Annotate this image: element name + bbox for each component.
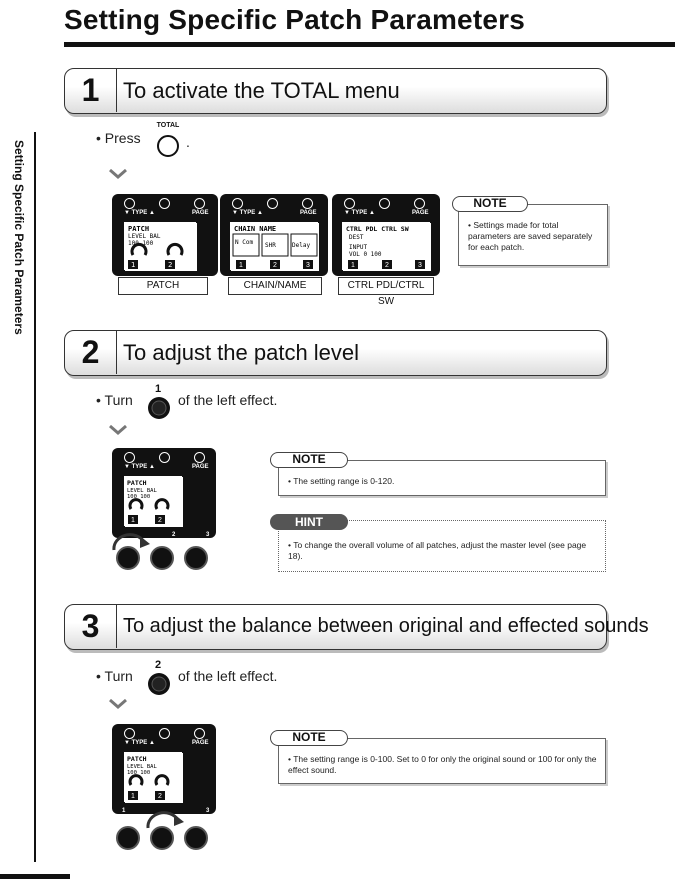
lcd-patch-screen: PATCH LEVEL BAL 100 100 1 2 bbox=[125, 223, 197, 271]
turn-suffix: of the left effect. bbox=[178, 668, 278, 684]
knob-number: 1 bbox=[154, 383, 162, 395]
lcd-patch-unit: ▼ TYPE ▲PAGE PATCH LEVEL BAL 100 100 1 2 bbox=[112, 194, 218, 276]
turn-instruction: • Turn bbox=[96, 392, 133, 408]
svg-text:1: 1 bbox=[131, 261, 135, 269]
svg-text:LEVEL BAL: LEVEL BAL bbox=[127, 764, 157, 770]
lcd-caption-chain: CHAIN/NAME bbox=[228, 277, 322, 295]
lcd-ctrl-unit: ▼ TYPE ▲PAGE CTRL PDL CTRL SW DEST INPUT… bbox=[332, 194, 440, 276]
page-number-bar bbox=[0, 874, 70, 879]
step-3-box: 3 To adjust the balance between original… bbox=[64, 604, 649, 650]
lcd-chain-unit: ▼ TYPE ▲PAGE CHAIN NAME N Com SHR Delay … bbox=[220, 194, 328, 276]
svg-text:INPUT: INPUT bbox=[349, 244, 367, 251]
chevron-down-icon bbox=[109, 698, 127, 709]
total-button-icon bbox=[157, 135, 179, 157]
title-rule bbox=[64, 42, 675, 47]
svg-text:PATCH: PATCH bbox=[127, 479, 147, 487]
hint-tab: HINT bbox=[270, 514, 348, 530]
lcd-caption-patch: PATCH bbox=[118, 277, 208, 295]
press-period: . bbox=[186, 134, 190, 150]
rotate-arrow-icon bbox=[146, 811, 184, 829]
note-box bbox=[278, 460, 606, 496]
svg-text:2: 2 bbox=[158, 517, 162, 524]
turn-suffix: of the left effect. bbox=[178, 392, 278, 408]
lcd-caption-ctrl: CTRL PDL/CTRL SW bbox=[338, 277, 434, 307]
footswitch-1 bbox=[116, 826, 140, 850]
chevron-down-icon bbox=[109, 424, 127, 435]
svg-text:2: 2 bbox=[158, 793, 162, 800]
footswitch-2 bbox=[150, 546, 174, 570]
hint-box bbox=[278, 520, 606, 572]
svg-text:VOL 0 100: VOL 0 100 bbox=[349, 251, 382, 258]
total-label: TOTAL bbox=[156, 122, 180, 129]
step-heading: To activate the TOTAL menu bbox=[123, 78, 400, 103]
svg-text:N Com: N Com bbox=[235, 239, 253, 246]
note-tab: NOTE bbox=[270, 730, 348, 746]
hint-text: • To change the overall volume of all pa… bbox=[288, 540, 587, 561]
svg-text:2: 2 bbox=[385, 262, 389, 269]
note-text: • The setting range is 0-100. Set to 0 f… bbox=[288, 754, 597, 775]
svg-text:3: 3 bbox=[306, 262, 310, 269]
svg-text:100 100: 100 100 bbox=[127, 494, 150, 500]
turn-instruction: • Turn bbox=[96, 668, 133, 684]
lcd-patch-screen: PATCH LEVEL BAL 100 100 1 2 bbox=[125, 753, 183, 803]
step-heading: To adjust the patch level bbox=[123, 340, 360, 365]
note-text: • Settings made for total parameters are… bbox=[468, 220, 593, 252]
svg-text:1: 1 bbox=[239, 262, 243, 269]
page-title: Setting Specific Patch Parameters bbox=[64, 4, 525, 35]
sidebar-text: Setting Specific Patch Parameters bbox=[12, 140, 26, 335]
svg-text:PATCH: PATCH bbox=[128, 225, 149, 233]
lcd-patch-unit-2: ▼ TYPE ▲PAGE PATCH LEVEL BAL 100 100 1 2… bbox=[112, 448, 216, 538]
svg-text:DEST: DEST bbox=[349, 234, 364, 241]
svg-text:LEVEL BAL: LEVEL BAL bbox=[128, 233, 161, 240]
step-heading: To adjust the balance between original a… bbox=[123, 615, 649, 637]
svg-text:CTRL PDL CTRL SW: CTRL PDL CTRL SW bbox=[346, 225, 409, 233]
svg-text:LEVEL BAL: LEVEL BAL bbox=[127, 488, 157, 494]
svg-text:100 100: 100 100 bbox=[127, 770, 150, 776]
svg-text:Delay: Delay bbox=[292, 242, 310, 249]
svg-text:PATCH: PATCH bbox=[127, 755, 147, 763]
svg-text:2: 2 bbox=[273, 262, 277, 269]
footswitch-2 bbox=[150, 826, 174, 850]
note-tab: NOTE bbox=[270, 452, 348, 468]
note-text: • The setting range is 0-120. bbox=[288, 476, 395, 486]
svg-text:1: 1 bbox=[131, 517, 135, 524]
svg-text:3: 3 bbox=[418, 262, 422, 269]
footswitch-3 bbox=[184, 826, 208, 850]
step-number: 3 bbox=[65, 605, 117, 648]
footswitch-1 bbox=[116, 546, 140, 570]
knob-icon bbox=[148, 673, 170, 695]
lcd-ctrl-screen: CTRL PDL CTRL SW DEST INPUT VOL 0 100 1 … bbox=[343, 223, 431, 271]
lcd-chain-screen: CHAIN NAME N Com SHR Delay 1 2 3 bbox=[231, 223, 319, 271]
rotate-arrow-icon bbox=[112, 533, 150, 551]
note-box bbox=[458, 204, 608, 266]
knob-icon bbox=[148, 397, 170, 419]
step-2-box: 2 To adjust the patch level bbox=[64, 330, 607, 376]
lcd-patch-unit-3: ▼ TYPE ▲PAGE PATCH LEVEL BAL 100 100 1 2… bbox=[112, 724, 216, 814]
step-number: 1 bbox=[65, 69, 117, 112]
svg-text:1: 1 bbox=[351, 262, 355, 269]
svg-text:1: 1 bbox=[131, 793, 135, 800]
note-box bbox=[278, 738, 606, 784]
step-1-box: 1 To activate the TOTAL menu bbox=[64, 68, 607, 114]
footswitch-3 bbox=[184, 546, 208, 570]
knob-number: 2 bbox=[154, 659, 162, 671]
svg-text:SHR: SHR bbox=[265, 242, 276, 249]
chevron-down-icon bbox=[109, 168, 127, 179]
press-instruction: • Press bbox=[96, 130, 141, 146]
step-number: 2 bbox=[65, 331, 117, 374]
svg-text:CHAIN NAME: CHAIN NAME bbox=[234, 225, 276, 233]
svg-text:2: 2 bbox=[168, 261, 172, 269]
lcd-patch-screen: PATCH LEVEL BAL 100 100 1 2 bbox=[125, 477, 183, 527]
note-tab: NOTE bbox=[452, 196, 528, 212]
side-rule bbox=[34, 132, 36, 862]
